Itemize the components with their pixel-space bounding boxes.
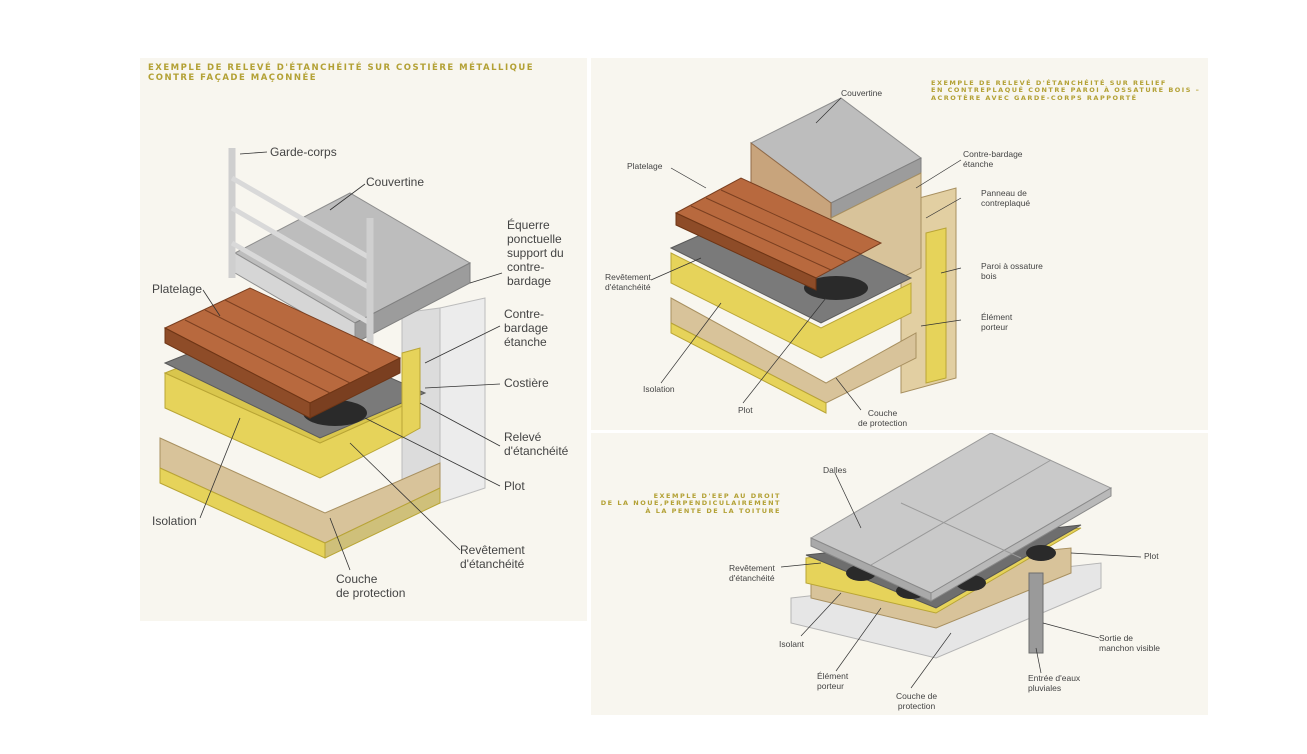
panel-eep-noue: EXEMPLE D'EEP AU DROIT DE LA NOUE,PERPEN… — [591, 433, 1208, 715]
label-c-element-porteur: Élément porteur — [817, 671, 848, 691]
panel-b-caption-line3: ACROTÈRE AVEC GARDE-CORPS RAPPORTÉ — [931, 93, 1138, 102]
label-c-plot: Plot — [1144, 551, 1159, 561]
label-b-contre-bardage: Contre-bardage étanche — [963, 149, 1023, 169]
panel-c-caption-line1: EXEMPLE D'EEP AU DROIT — [653, 492, 781, 500]
costiere-diagram-illustration — [159, 148, 503, 571]
label-b-couvertine: Couvertine — [841, 88, 883, 98]
label-c-isolant: Isolant — [779, 639, 805, 649]
label-equerre-line3: support du — [507, 246, 564, 260]
label-c-couche-protection: Couche de protection — [896, 691, 937, 711]
label-b-panneau: Panneau de contreplaqué — [981, 188, 1030, 208]
relief-diagram-illustration — [650, 97, 962, 414]
label-c-element-line1: Élément — [817, 671, 849, 681]
label-b-platelage: Platelage — [627, 161, 663, 171]
label-contre-bardage-line1: Contre- — [504, 307, 545, 321]
label-c-sortie-line1: Sortie de — [1099, 633, 1134, 643]
label-b-isolation: Isolation — [643, 384, 675, 394]
label-c-entree: Entrée d'eaux pluviales — [1028, 673, 1080, 693]
label-b-element-line1: Élément — [981, 312, 1013, 322]
label-b-revetement: Revêtement d'étanchéité — [605, 272, 651, 292]
label-equerre-line2: ponctuelle — [507, 232, 562, 246]
label-c-element-line2: porteur — [817, 681, 844, 691]
panel-c-caption: EXEMPLE D'EEP AU DROIT DE LA NOUE,PERPEN… — [599, 492, 781, 515]
label-b-paroi: Paroi à ossature bois — [981, 261, 1043, 281]
label-releve-line2: d'étanchéité — [504, 444, 569, 458]
label-c-dalles: Dalles — [823, 465, 847, 475]
label-b-couche-line2: de protection — [858, 418, 908, 428]
label-b-revetement-line1: Revêtement — [605, 272, 651, 282]
label-c-entree-line2: pluviales — [1028, 683, 1062, 693]
panel-costiere-metallique: EXEMPLE DE RELEVÉ D'ÉTANCHÉITÉ SUR COSTI… — [140, 58, 587, 621]
label-couvertine: Couvertine — [366, 175, 425, 189]
label-b-element-line2: porteur — [981, 322, 1008, 332]
label-releve-line1: Relevé — [504, 430, 542, 444]
label-garde-corps: Garde-corps — [270, 145, 337, 159]
label-contre-bardage-line3: étanche — [504, 335, 547, 349]
label-equerre-line1: Équerre — [507, 218, 550, 232]
label-b-paroi-line2: bois — [981, 271, 997, 281]
label-b-panneau-line2: contreplaqué — [981, 198, 1031, 208]
label-platelage: Platelage — [152, 282, 203, 296]
label-c-couche-line1: Couche de — [896, 691, 938, 701]
panel-relief-contreplaque: EXEMPLE DE RELEVÉ D'ÉTANCHÉITÉ SUR RELIE… — [591, 58, 1208, 430]
label-isolation: Isolation — [152, 514, 197, 528]
label-plot: Plot — [504, 479, 525, 493]
label-revetement-line1: Revêtement — [460, 543, 525, 557]
label-c-sortie-line2: manchon visible — [1099, 643, 1160, 653]
label-c-revetement-line2: d'étanchéité — [729, 573, 775, 583]
label-b-couche-line1: Couche — [867, 408, 898, 418]
label-c-sortie: Sortie de manchon visible — [1099, 633, 1160, 653]
label-contre-bardage-line2: bardage — [504, 321, 549, 335]
label-b-panneau-line1: Panneau de — [981, 188, 1027, 198]
panel-c-caption-line3: À LA PENTE DE LA TOITURE — [645, 506, 781, 515]
label-equerre-line5: bardage — [507, 274, 552, 288]
label-c-revetement: Revêtement d'étanchéité — [729, 563, 775, 583]
label-c-revetement-line1: Revêtement — [729, 563, 775, 573]
label-equerre-line4: contre- — [507, 260, 545, 274]
label-b-contre-bardage-line1: Contre-bardage — [963, 149, 1023, 159]
label-couche-protection: Couche de protection — [336, 572, 405, 600]
label-couche-line1: Couche — [336, 572, 378, 586]
panel-b-caption: EXEMPLE DE RELEVÉ D'ÉTANCHÉITÉ SUR RELIE… — [931, 79, 1201, 102]
panel-b-caption-line2: EN CONTREPLAQUÉ CONTRE PAROI À OSSATURE … — [931, 86, 1201, 95]
label-b-revetement-line2: d'étanchéité — [605, 282, 651, 292]
label-b-element-porteur: Élément porteur — [981, 312, 1012, 332]
label-b-plot: Plot — [738, 405, 753, 415]
panel-a-caption: EXEMPLE DE RELEVÉ D'ÉTANCHÉITÉ SUR COSTI… — [148, 63, 535, 84]
label-revetement-line2: d'étanchéité — [460, 557, 525, 571]
panel-a-caption-line1: EXEMPLE DE RELEVÉ D'ÉTANCHÉITÉ SUR COSTI… — [148, 63, 535, 73]
label-b-paroi-line1: Paroi à ossature — [981, 261, 1043, 271]
panel-c-caption-line2: DE LA NOUE,PERPENDICULAIREMENT — [600, 499, 781, 508]
label-costiere: Costière — [504, 376, 549, 390]
label-equerre: Équerre ponctuelle support du contre- ba… — [507, 218, 564, 288]
panel-a-caption-line2: CONTRE FAÇADE MAÇONNÉE — [148, 72, 318, 83]
panel-b-caption-line1: EXEMPLE DE RELEVÉ D'ÉTANCHÉITÉ SUR RELIE… — [931, 79, 1167, 87]
label-revetement: Revêtement d'étanchéité — [460, 543, 525, 571]
eep-diagram-illustration — [780, 433, 1142, 689]
label-b-contre-bardage-line2: étanche — [963, 159, 994, 169]
label-releve: Relevé d'étanchéité — [504, 430, 568, 458]
label-contre-bardage: Contre- bardage étanche — [504, 307, 548, 349]
label-b-couche-protection: Couche de protection — [858, 408, 907, 428]
label-couche-line2: de protection — [336, 586, 406, 600]
label-c-couche-line2: protection — [897, 701, 936, 711]
label-c-entree-line1: Entrée d'eaux — [1028, 673, 1081, 683]
